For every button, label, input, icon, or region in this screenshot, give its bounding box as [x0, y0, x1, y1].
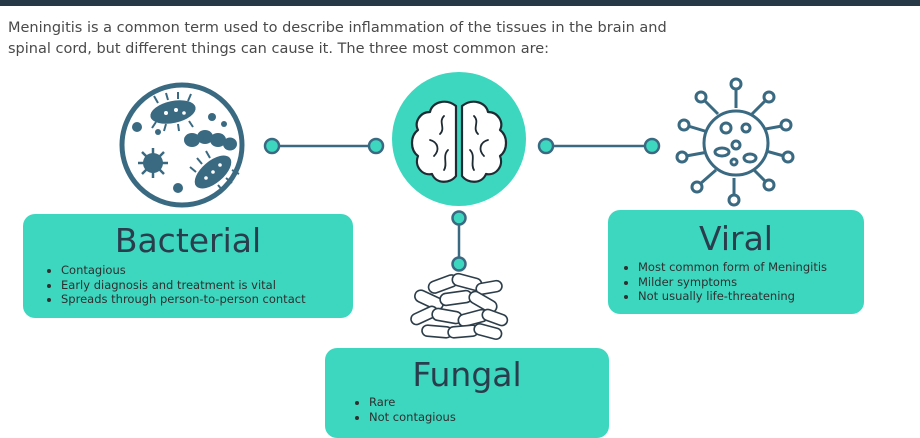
virus-icon [675, 77, 795, 207]
bacterial-title: Bacterial [114, 221, 262, 260]
connector-node-bottom-upper [451, 210, 467, 226]
list-item: Contagious [61, 263, 353, 278]
list-item: Milder symptoms [638, 275, 864, 290]
connector-node-left-outer [263, 137, 281, 155]
intro-line-1: Meningitis is a common term used to desc… [8, 20, 667, 36]
fungal-bullet-list: Rare Not contagious [325, 395, 609, 424]
connector-node-right-inner [537, 137, 555, 155]
fungal-card: Fungal Rare Not contagious [325, 348, 609, 438]
list-item: Spreads through person-to-person contact [61, 292, 353, 307]
fungal-spores-icon [410, 272, 509, 340]
list-item: Early diagnosis and treatment is vital [61, 278, 353, 293]
top-bar [0, 0, 920, 6]
bacterial-bullet-list: Contagious Early diagnosis and treatment… [23, 263, 353, 307]
viral-bullet-list: Most common form of Meningitis Milder sy… [608, 260, 864, 304]
connector-node-left-inner [367, 137, 385, 155]
connector-node-right-outer [643, 137, 661, 155]
list-item: Most common form of Meningitis [638, 260, 864, 275]
fungal-title: Fungal [412, 355, 522, 394]
list-item: Rare [369, 395, 609, 410]
brain-icon [392, 72, 526, 206]
list-item: Not contagious [369, 410, 609, 425]
bacteria-dish-icon [119, 82, 245, 208]
diagram-art [119, 72, 795, 340]
intro-line-2: spinal cord, but different things can ca… [8, 41, 550, 57]
list-item: Not usually life-threatening [638, 289, 864, 304]
viral-title: Viral [699, 219, 773, 258]
connectors [263, 137, 661, 272]
bacterial-card: Bacterial Contagious Early diagnosis and… [23, 214, 353, 318]
intro-text: Meningitis is a common term used to desc… [8, 18, 768, 60]
viral-card: Viral Most common form of Meningitis Mil… [608, 210, 864, 314]
connector-node-bottom-lower [451, 256, 467, 272]
